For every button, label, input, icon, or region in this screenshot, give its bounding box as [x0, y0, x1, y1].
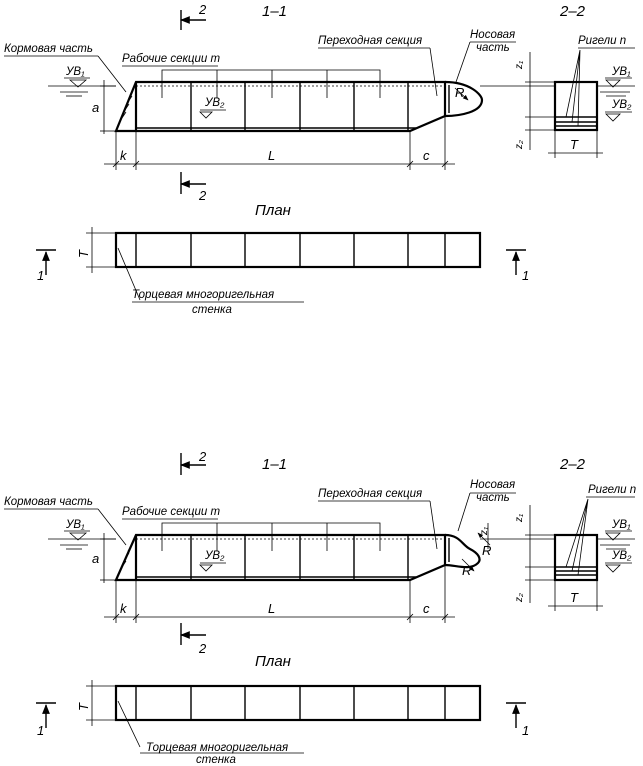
cut-label-1-right: 1 [522, 723, 529, 738]
dim-z1-label: z₁ [514, 514, 525, 523]
section-1-1-title: 1–1 [262, 3, 287, 20]
uv1-label-left: УВ₁ [65, 66, 85, 78]
dim-T-label-22: T [570, 137, 579, 152]
cut-label-2-top: 2 [198, 449, 207, 464]
dim-a-label: a [92, 100, 99, 115]
dims-bottom: k L c [104, 565, 455, 623]
transition-section-label: Переходная секция [318, 35, 422, 47]
dim-z2-label: z₂ [514, 593, 525, 603]
dim-R-label-upper: R [482, 543, 491, 558]
hull-section-1-1: R [114, 80, 484, 133]
cut-label-1-right: 1 [522, 268, 529, 283]
nose-label-line2: часть [476, 492, 510, 504]
uv2-label-inner: УВ₂ [204, 550, 225, 562]
end-wall-label-line2: стенка [192, 304, 232, 316]
nose-label-line1: Носовая [470, 479, 515, 491]
working-sections-label: Рабочие секции m [122, 506, 220, 518]
nose-label-line2: часть [476, 42, 510, 54]
cut-marker-2-bottom: 2 [180, 172, 207, 203]
section-1-1-title: 1–1 [262, 456, 287, 473]
dim-z1-label-nose: z₁ [479, 527, 490, 536]
dim-z2-label: z₂ [514, 140, 525, 150]
stern-label: Кормовая часть [4, 496, 93, 508]
stern-label: Кормовая часть [4, 43, 93, 55]
cut-marker-2-top: 2 [180, 449, 207, 475]
section-2-2: Ригели n z₁ z₂ T УВ₁ УВ₂ [514, 484, 636, 611]
dim-c-label: c [423, 601, 430, 616]
uv1-label-right: УВ₁ [611, 519, 631, 531]
dims-bottom: k L c [104, 116, 455, 170]
section-2-2-title: 2–2 [559, 456, 586, 473]
working-sections-label: Рабочие секции m [122, 53, 220, 65]
dim-T-label-plan: T [76, 702, 91, 711]
end-wall-label-line1: Торцевая многоригельная [146, 742, 288, 754]
cut-marker-2-top: 2 [180, 2, 207, 30]
dim-k-label: k [120, 148, 128, 163]
transition-section-label: Переходная секция [318, 488, 422, 500]
cut-label-1-left: 1 [37, 268, 44, 283]
dim-a: a [92, 533, 116, 583]
dim-L-label: L [268, 148, 275, 163]
cut-label-1-left: 1 [37, 723, 44, 738]
end-wall-label-line1: Торцевая многоригельная [132, 289, 274, 301]
uv2-label-inner: УВ₂ [204, 97, 225, 109]
water-level-uv1-left: УВ₁ [60, 66, 90, 97]
crossbars-label: Ригели n [588, 484, 636, 496]
cut-label-2-top: 2 [198, 2, 207, 17]
dim-c-label: c [423, 148, 430, 163]
cut-label-2-bottom: 2 [198, 641, 207, 656]
dim-T-label-22: T [570, 590, 579, 605]
water-level-uv1-left: УВ₁ [60, 519, 90, 550]
uv2-label-right: УВ₂ [611, 550, 632, 562]
hull-section-1-1: R R z₁ [114, 523, 491, 582]
crossbars-label: Ригели n [578, 35, 626, 47]
dim-R-label-lower: R [462, 563, 471, 578]
dim-a-label: a [92, 551, 99, 566]
end-wall-label-line2: стенка [196, 754, 236, 766]
plan-title: План [255, 202, 291, 219]
cut-marker-2-bottom: 2 [180, 623, 207, 656]
water-level-uv2-inner: УВ₂ [199, 97, 226, 119]
dim-T-label-plan: T [76, 249, 91, 258]
diagram-bottom: 1–1 2–2 2 Кормовая часть Рабочие секции … [4, 449, 636, 766]
uv1-label-right: УВ₁ [611, 66, 631, 78]
dim-z1-label: z₁ [514, 61, 525, 70]
diagram-top: 1–1 2–2 2 Кормовая часть Рабочие секции … [4, 2, 635, 316]
dim-k-label: k [120, 601, 128, 616]
nose-label-line1: Носовая [470, 29, 515, 41]
section-2-2-title: 2–2 [559, 3, 586, 20]
uv2-label-right: УВ₂ [611, 99, 632, 111]
plan-view: T 1 1 Торцевая многоригельная стенка [36, 227, 529, 316]
water-level-uv2-inner: УВ₂ [199, 550, 226, 572]
dim-L-label: L [268, 601, 275, 616]
dim-R-label: R [455, 85, 464, 100]
plan-title: План [255, 653, 291, 670]
plan-view: T 1 1 Торцевая многоригельная стенка [36, 680, 529, 766]
dim-a: a [92, 80, 116, 134]
cut-label-2-bottom: 2 [198, 188, 207, 203]
uv1-label-left: УВ₁ [65, 519, 85, 531]
section-2-2: Ригели n z₁ z₂ T УВ₁ УВ₂ [514, 35, 635, 158]
